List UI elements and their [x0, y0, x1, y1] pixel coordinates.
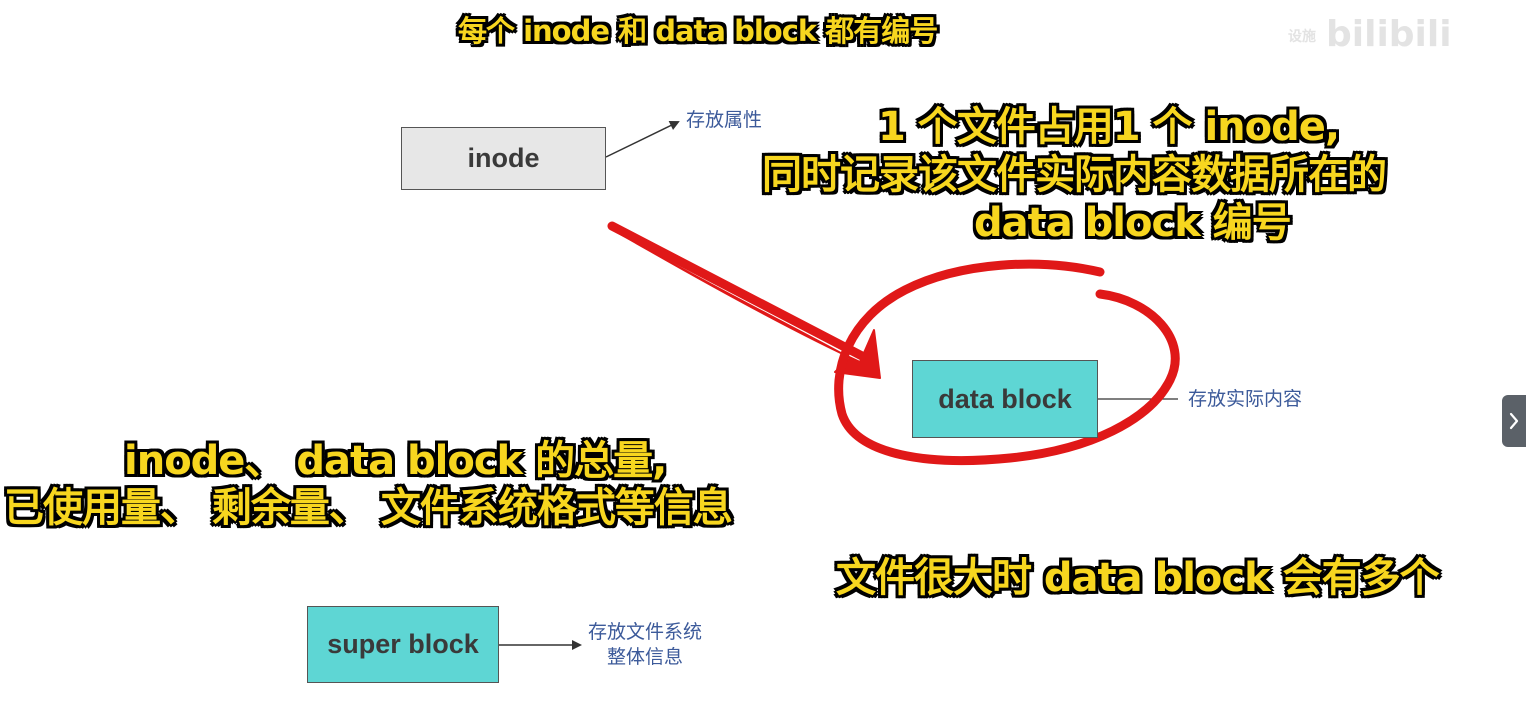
caption-bottom-right: 文件很大时 data block 会有多个 [836, 555, 1440, 601]
caption-right-line1: 1 个文件占用1 个 inode, [878, 104, 1340, 150]
super-block-box-label: super block [327, 629, 479, 659]
watermark-small-text: 设施 [1288, 29, 1316, 45]
super-block-note-line2: 整体信息 [607, 646, 684, 668]
data-block-box: data block [912, 360, 1098, 438]
inode-box-label: inode [467, 143, 540, 173]
super-block-box: super block [307, 606, 499, 683]
caption-left-line1: inode、 data block 的总量, [124, 438, 667, 484]
caption-top: 每个 inode 和 data block 都有编号 [458, 14, 938, 48]
data-block-box-label: data block [938, 383, 1072, 414]
bilibili-watermark: 设施 bilibili [1288, 14, 1452, 55]
super-block-note: 存放文件系统 整体信息 [588, 620, 702, 670]
red-pointer-arrow [609, 227, 881, 379]
super-block-note-line1: 存放文件系统 [588, 621, 703, 643]
chevron-right-icon [1509, 412, 1519, 430]
next-slide-button[interactable] [1502, 395, 1526, 447]
inode-connector-arrow [605, 121, 680, 158]
caption-left-line2: 已使用量、 剩余量、 文件系统格式等信息 [4, 485, 733, 531]
data-block-note: 存放实际内容 [1188, 388, 1303, 410]
watermark-logo-text: bilibili [1326, 14, 1452, 55]
inode-note: 存放属性 [686, 109, 763, 131]
caption-right-line3: data block 编号 [974, 200, 1292, 246]
caption-right-line2: 同时记录该文件实际内容数据所在的 [762, 152, 1387, 198]
inode-box: inode [401, 127, 606, 190]
